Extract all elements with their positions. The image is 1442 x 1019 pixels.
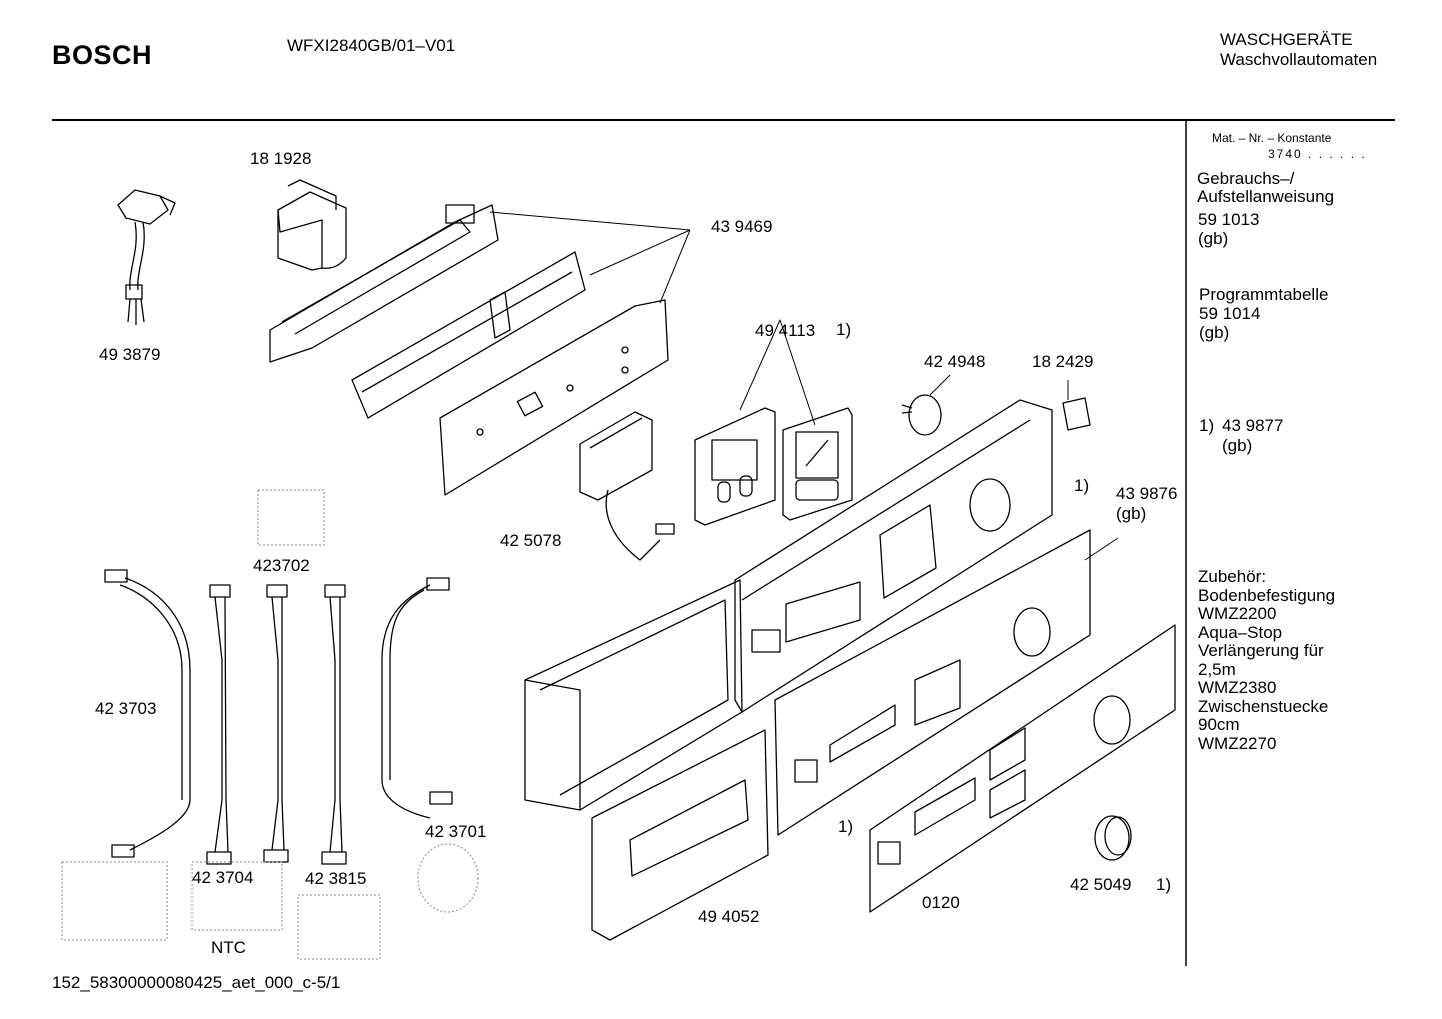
pcb-drawing: [439, 299, 669, 496]
accessory-line: WMZ2270: [1198, 733, 1277, 753]
part-label-494113: 49 4113: [755, 321, 816, 340]
harness-423704-drawing: [206, 584, 232, 865]
suppressor-drawing: [277, 179, 347, 271]
harness-423703-drawing: [104, 569, 191, 858]
accessory-line: Verlängerung für: [1198, 641, 1324, 660]
manual-title-1: Gebrauchs–/: [1197, 169, 1295, 188]
drawer-frame-drawing: [524, 579, 743, 811]
part-label-182429: 18 2429: [1032, 352, 1094, 371]
control-panel-drawing: [734, 399, 1053, 713]
part-note-425049: 1): [1156, 875, 1172, 894]
document-id: 152_58300000080425_aet_000_c-5/1: [52, 973, 341, 992]
part-label-425078: 42 5078: [500, 531, 562, 550]
part-label-424948: 42 4948: [924, 352, 986, 371]
accessory-line: 2,5m: [1198, 659, 1236, 679]
part-label-423815: 42 3815: [305, 869, 367, 888]
part-label-423701: 42 3701: [425, 822, 487, 841]
phantom-part-lower-middle: [297, 894, 381, 960]
program-lang: (gb): [1199, 323, 1230, 342]
manual-number: 59 1013: [1198, 210, 1260, 229]
part-label-425049: 42 5049: [1070, 875, 1132, 894]
phantom-part-pump: [417, 843, 479, 913]
accessory-line: WMZ2380: [1198, 678, 1277, 697]
footnote-number: 43 9877: [1222, 416, 1284, 435]
part-note-fascia: 1): [838, 817, 854, 836]
program-number: 59 1014: [1199, 304, 1261, 323]
harness-mid-drawing: [263, 584, 289, 863]
button-module-drawing: [694, 319, 853, 526]
part-label-439876: 43 9876: [1116, 484, 1178, 503]
part-label-423704: 42 3704: [192, 868, 254, 887]
accessory-line: WMZ2200: [1198, 604, 1277, 623]
part-note-494113: 1): [836, 320, 852, 339]
control-frame-upper-drawing: [269, 204, 499, 363]
phantom-part-ntc-sensor: [191, 861, 283, 931]
part-label-493879: 49 3879: [99, 345, 161, 364]
accessory-line: Bodenbefestigung: [1198, 585, 1336, 605]
part-label-423703: 42 3703: [95, 699, 157, 718]
accessory-line: Aqua–Stop: [1198, 622, 1283, 642]
part-label-439469: 43 9469: [711, 217, 773, 236]
membrane-drawing: [869, 624, 1176, 913]
harness-423815-drawing: [321, 584, 347, 865]
harness-423701-drawing: [381, 577, 453, 819]
part-label-423702: 423702: [253, 556, 310, 575]
mat-constant-label: Mat. – Nr. – Konstante: [1212, 131, 1332, 145]
clip-drawing: [1062, 380, 1091, 431]
phantom-part-423702: [257, 489, 325, 546]
leader-439469: [489, 211, 691, 304]
accessory-line: Zubehör:: [1198, 567, 1267, 586]
part-label-0120: 0120: [922, 893, 960, 912]
power-cord-drawing: [117, 189, 176, 325]
accessories-list: Zubehör: Bodenbefestigung WMZ2200 Aqua–S…: [1198, 567, 1378, 753]
brand-logo: BOSCH: [52, 40, 153, 70]
display-module-drawing: [579, 411, 675, 561]
category-line-2: Waschvollautomaten: [1220, 50, 1378, 69]
mat-constant-value: 3740 . . . . . .: [1268, 147, 1367, 161]
drawer-panel-drawing: [591, 729, 769, 941]
part-label-ntc: NTC: [211, 938, 246, 957]
part-label-494052: 49 4052: [698, 907, 760, 926]
phantom-part-lower-left: [61, 861, 168, 941]
part-lang-439876: (gb): [1116, 504, 1147, 523]
control-frame-middle-drawing: [351, 251, 586, 419]
footnote-lang: (gb): [1222, 436, 1253, 455]
model-number: WFXI2840GB/01–V01: [287, 36, 456, 55]
knob-axle-drawing: [901, 374, 951, 436]
accessory-line: 90cm: [1198, 715, 1240, 734]
footnote-marker: 1): [1199, 416, 1215, 435]
selector-knob-drawing: [1094, 815, 1132, 861]
part-note-439876: 1): [1074, 476, 1090, 495]
fascia-drawing: [774, 529, 1119, 836]
part-label-181928: 18 1928: [250, 149, 312, 168]
manual-title-2: Aufstellanweisung: [1197, 187, 1335, 206]
category-line-1: WASCHGERÄTE: [1220, 30, 1353, 49]
program-title: Programmtabelle: [1199, 285, 1329, 304]
accessory-line: Zwischenstuecke: [1198, 696, 1329, 716]
manual-lang: (gb): [1198, 229, 1229, 248]
